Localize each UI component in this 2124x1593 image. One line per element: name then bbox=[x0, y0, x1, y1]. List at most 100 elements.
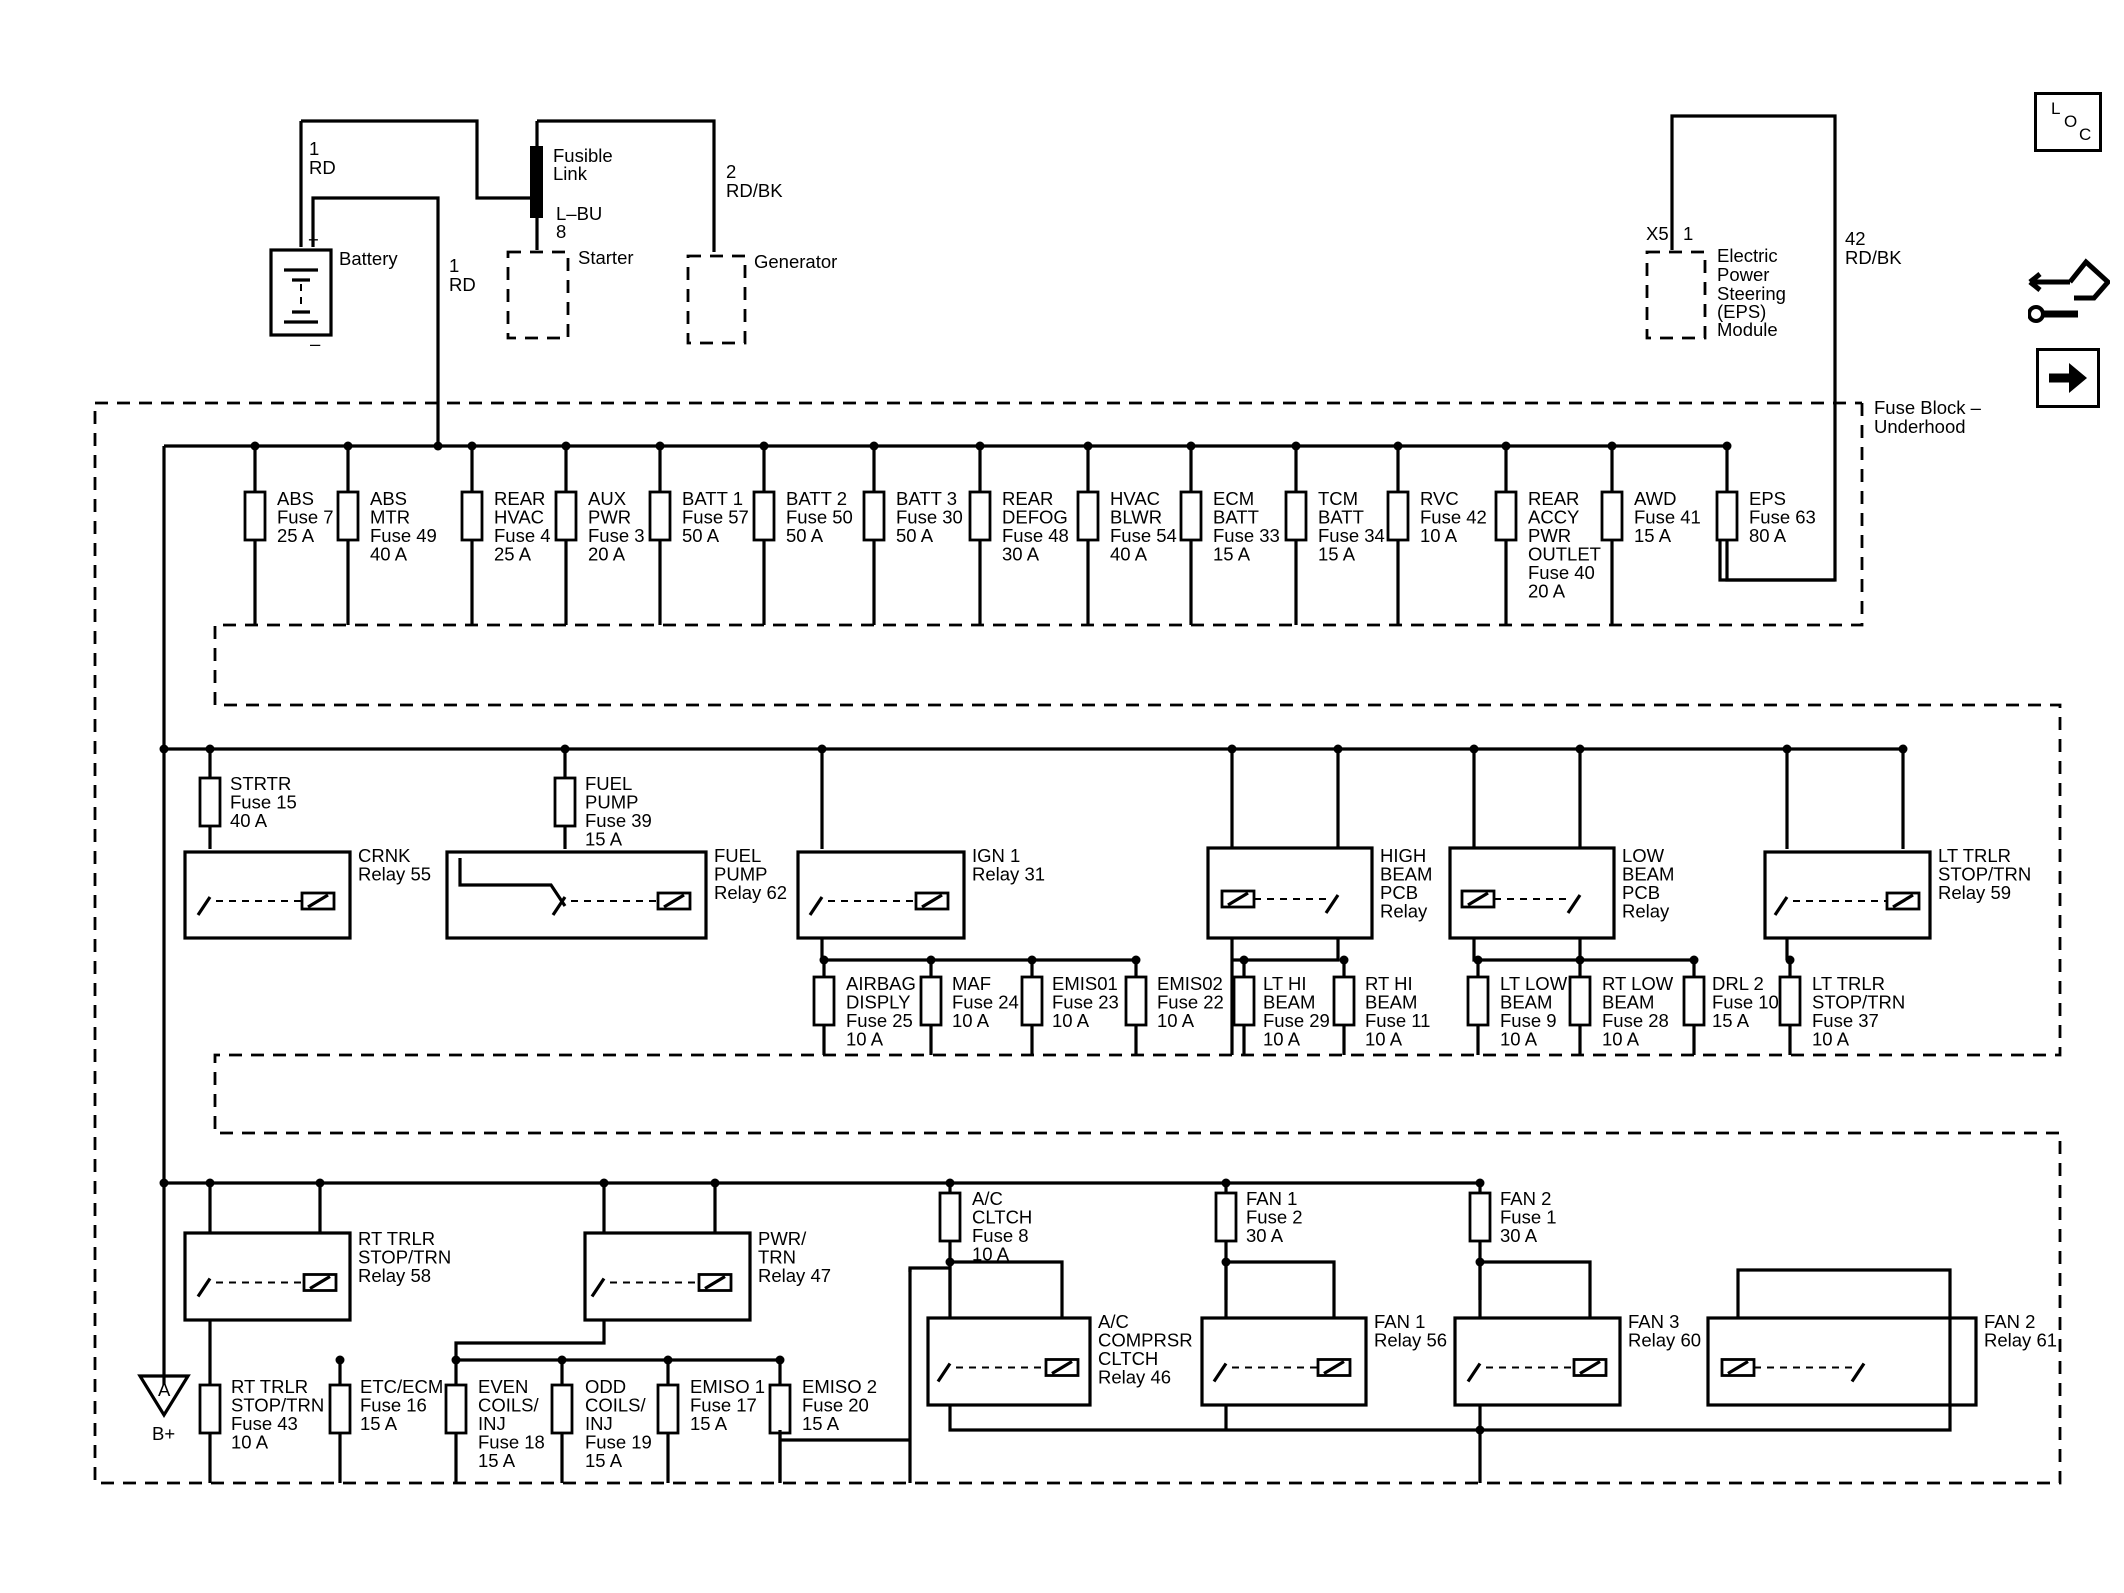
fuse-row2-bottom-7-label: 10 A bbox=[1602, 1029, 1640, 1050]
relay-row3-right-3-coil-mark bbox=[1727, 1360, 1749, 1375]
wire-junction bbox=[1291, 441, 1301, 451]
next-page-button[interactable] bbox=[2036, 348, 2100, 408]
fuse-row2-bottom-9-label: 10 A bbox=[1812, 1029, 1850, 1050]
wire-junction bbox=[1227, 744, 1237, 754]
fuse-row1-0-label: Fuse 7 bbox=[277, 507, 334, 528]
fuse-row1-6-label: BATT 3 bbox=[896, 488, 957, 509]
fuse-row1-12-label: 20 A bbox=[1528, 581, 1566, 602]
fuse-row2-bottom-8-symbol bbox=[1682, 975, 1706, 1027]
relay-row2-1-switch bbox=[551, 896, 567, 916]
relay-row3-right-1-label: FAN 1 bbox=[1374, 1311, 1425, 1332]
generator: 2 RD/BK Generator bbox=[686, 161, 837, 345]
wire-junction bbox=[759, 441, 769, 451]
fuse-row1-14-label: Fuse 63 bbox=[1749, 507, 1816, 528]
fuse-row2-bottom-0-label: 10 A bbox=[846, 1029, 884, 1050]
service-tools-icon[interactable] bbox=[2028, 252, 2110, 330]
generator-wire-color: RD/BK bbox=[726, 180, 783, 201]
wire-junction bbox=[1689, 955, 1699, 965]
fuse-row2-bottom-7-label: Fuse 28 bbox=[1602, 1010, 1669, 1031]
fuse-row3-bottom-0-label: STOP/TRN bbox=[231, 1395, 324, 1416]
relay-row2-0-label: CRNK bbox=[358, 845, 411, 866]
relay-row3-left-1-label: Relay 47 bbox=[758, 1265, 831, 1286]
fuse-row1-5-label: BATT 2 bbox=[786, 488, 847, 509]
wire-junction bbox=[1469, 744, 1479, 754]
fuse-row3-bottom-2-label: INJ bbox=[478, 1413, 506, 1434]
battery-minus: – bbox=[310, 333, 321, 354]
location-button[interactable]: L O C bbox=[2034, 92, 2102, 152]
relay-row3-right-0-switch bbox=[936, 1362, 952, 1383]
relay-row3-right-3-switch bbox=[1850, 1362, 1866, 1383]
wire-junction bbox=[710, 1178, 720, 1188]
generator-label: Generator bbox=[754, 251, 837, 272]
fuse-row1-0-label: 25 A bbox=[277, 525, 315, 546]
loc-letter-c: C bbox=[2079, 125, 2092, 144]
eps-connector: X5 bbox=[1646, 223, 1669, 244]
relay-row2-5-label: STOP/TRN bbox=[1938, 864, 2031, 885]
wire-junction bbox=[819, 955, 829, 965]
fuse-row3-bottom-3-label: COILS/ bbox=[585, 1395, 647, 1416]
fuse-row2-bottom-2-label: Fuse 23 bbox=[1052, 992, 1119, 1013]
wire-junction bbox=[1782, 744, 1792, 754]
fuse-row1-0-label: ABS bbox=[277, 488, 314, 509]
wire-junction bbox=[561, 441, 571, 451]
wire-junction bbox=[1186, 441, 1196, 451]
fuse-row3-bottom-0-label: 10 A bbox=[231, 1432, 269, 1453]
relay-row3-right-1-switch bbox=[1212, 1362, 1228, 1383]
relay-row2-2-coil-mark bbox=[921, 893, 943, 909]
fuse-row2-bottom-3-label: Fuse 22 bbox=[1157, 992, 1224, 1013]
fuse-row3-top-2-label: FAN 2 bbox=[1500, 1188, 1551, 1209]
fuse-row3-bottom-2-label: COILS/ bbox=[478, 1395, 540, 1416]
eps-pin: 1 bbox=[1683, 223, 1693, 244]
fuse-row2-bottom-5-label: Fuse 11 bbox=[1365, 1010, 1430, 1031]
fuse-row2-top-1-label: PUMP bbox=[585, 792, 638, 813]
relay-row3-left-0-label: STOP/TRN bbox=[358, 1247, 451, 1268]
starter-label: Starter bbox=[578, 247, 634, 268]
battery-wire-color: RD bbox=[309, 157, 336, 178]
fuse-row1-4-symbol bbox=[648, 490, 672, 542]
wire-junction bbox=[975, 441, 985, 451]
relay-row3-right-0-label: A/C bbox=[1098, 1311, 1129, 1332]
relay-row3-right-0-label: Relay 46 bbox=[1098, 1367, 1171, 1388]
fuse-row2-bottom-1-label: Fuse 24 bbox=[952, 992, 1019, 1013]
fuse-row1-3-symbol bbox=[554, 490, 578, 542]
fuse-row1-5-symbol bbox=[752, 490, 776, 542]
fuse-row3-bottom-0-symbol bbox=[198, 1383, 222, 1435]
fusible-link-wire-circuit: 8 bbox=[556, 221, 566, 242]
fuse-row1-14-label: EPS bbox=[1749, 488, 1786, 509]
wire-junction bbox=[315, 1178, 325, 1188]
wire-junction bbox=[1221, 1178, 1231, 1188]
relay-row2-3-coil-mark bbox=[1227, 891, 1249, 907]
relay-row2-2-switch bbox=[808, 896, 824, 916]
wire-junction bbox=[775, 1355, 785, 1365]
fuse-row2-bottom-0-label: Fuse 25 bbox=[846, 1010, 913, 1031]
fuse-row3-top-1-label: 30 A bbox=[1246, 1225, 1284, 1246]
fuse-row1-11-label: RVC bbox=[1420, 488, 1459, 509]
fuse-row1-8-symbol bbox=[1076, 490, 1100, 542]
wire-junction bbox=[1239, 955, 1249, 965]
wire-junction bbox=[1333, 744, 1343, 754]
relay-row3-left-0-coil-mark bbox=[309, 1275, 331, 1290]
battery-label: Battery bbox=[339, 248, 398, 269]
fuse-row2-top-0-label: Fuse 15 bbox=[230, 792, 297, 813]
relay-row3-right-3-label: Relay 61 bbox=[1984, 1330, 2057, 1351]
relay-row3-left-0-switch bbox=[196, 1277, 212, 1298]
fuse-row3-bottom-5-label: Fuse 20 bbox=[802, 1395, 869, 1416]
relay-row3-right-0-coil-mark bbox=[1051, 1360, 1073, 1375]
eps-label-5: Module bbox=[1717, 319, 1778, 340]
fuse-row3-top-0-symbol bbox=[938, 1191, 962, 1243]
fuse-row3-bottom-4-label: EMISO 1 bbox=[690, 1376, 765, 1397]
wire-junction bbox=[250, 441, 260, 451]
relay-row3-right-2-label: FAN 3 bbox=[1628, 1311, 1679, 1332]
wire bbox=[458, 858, 567, 907]
